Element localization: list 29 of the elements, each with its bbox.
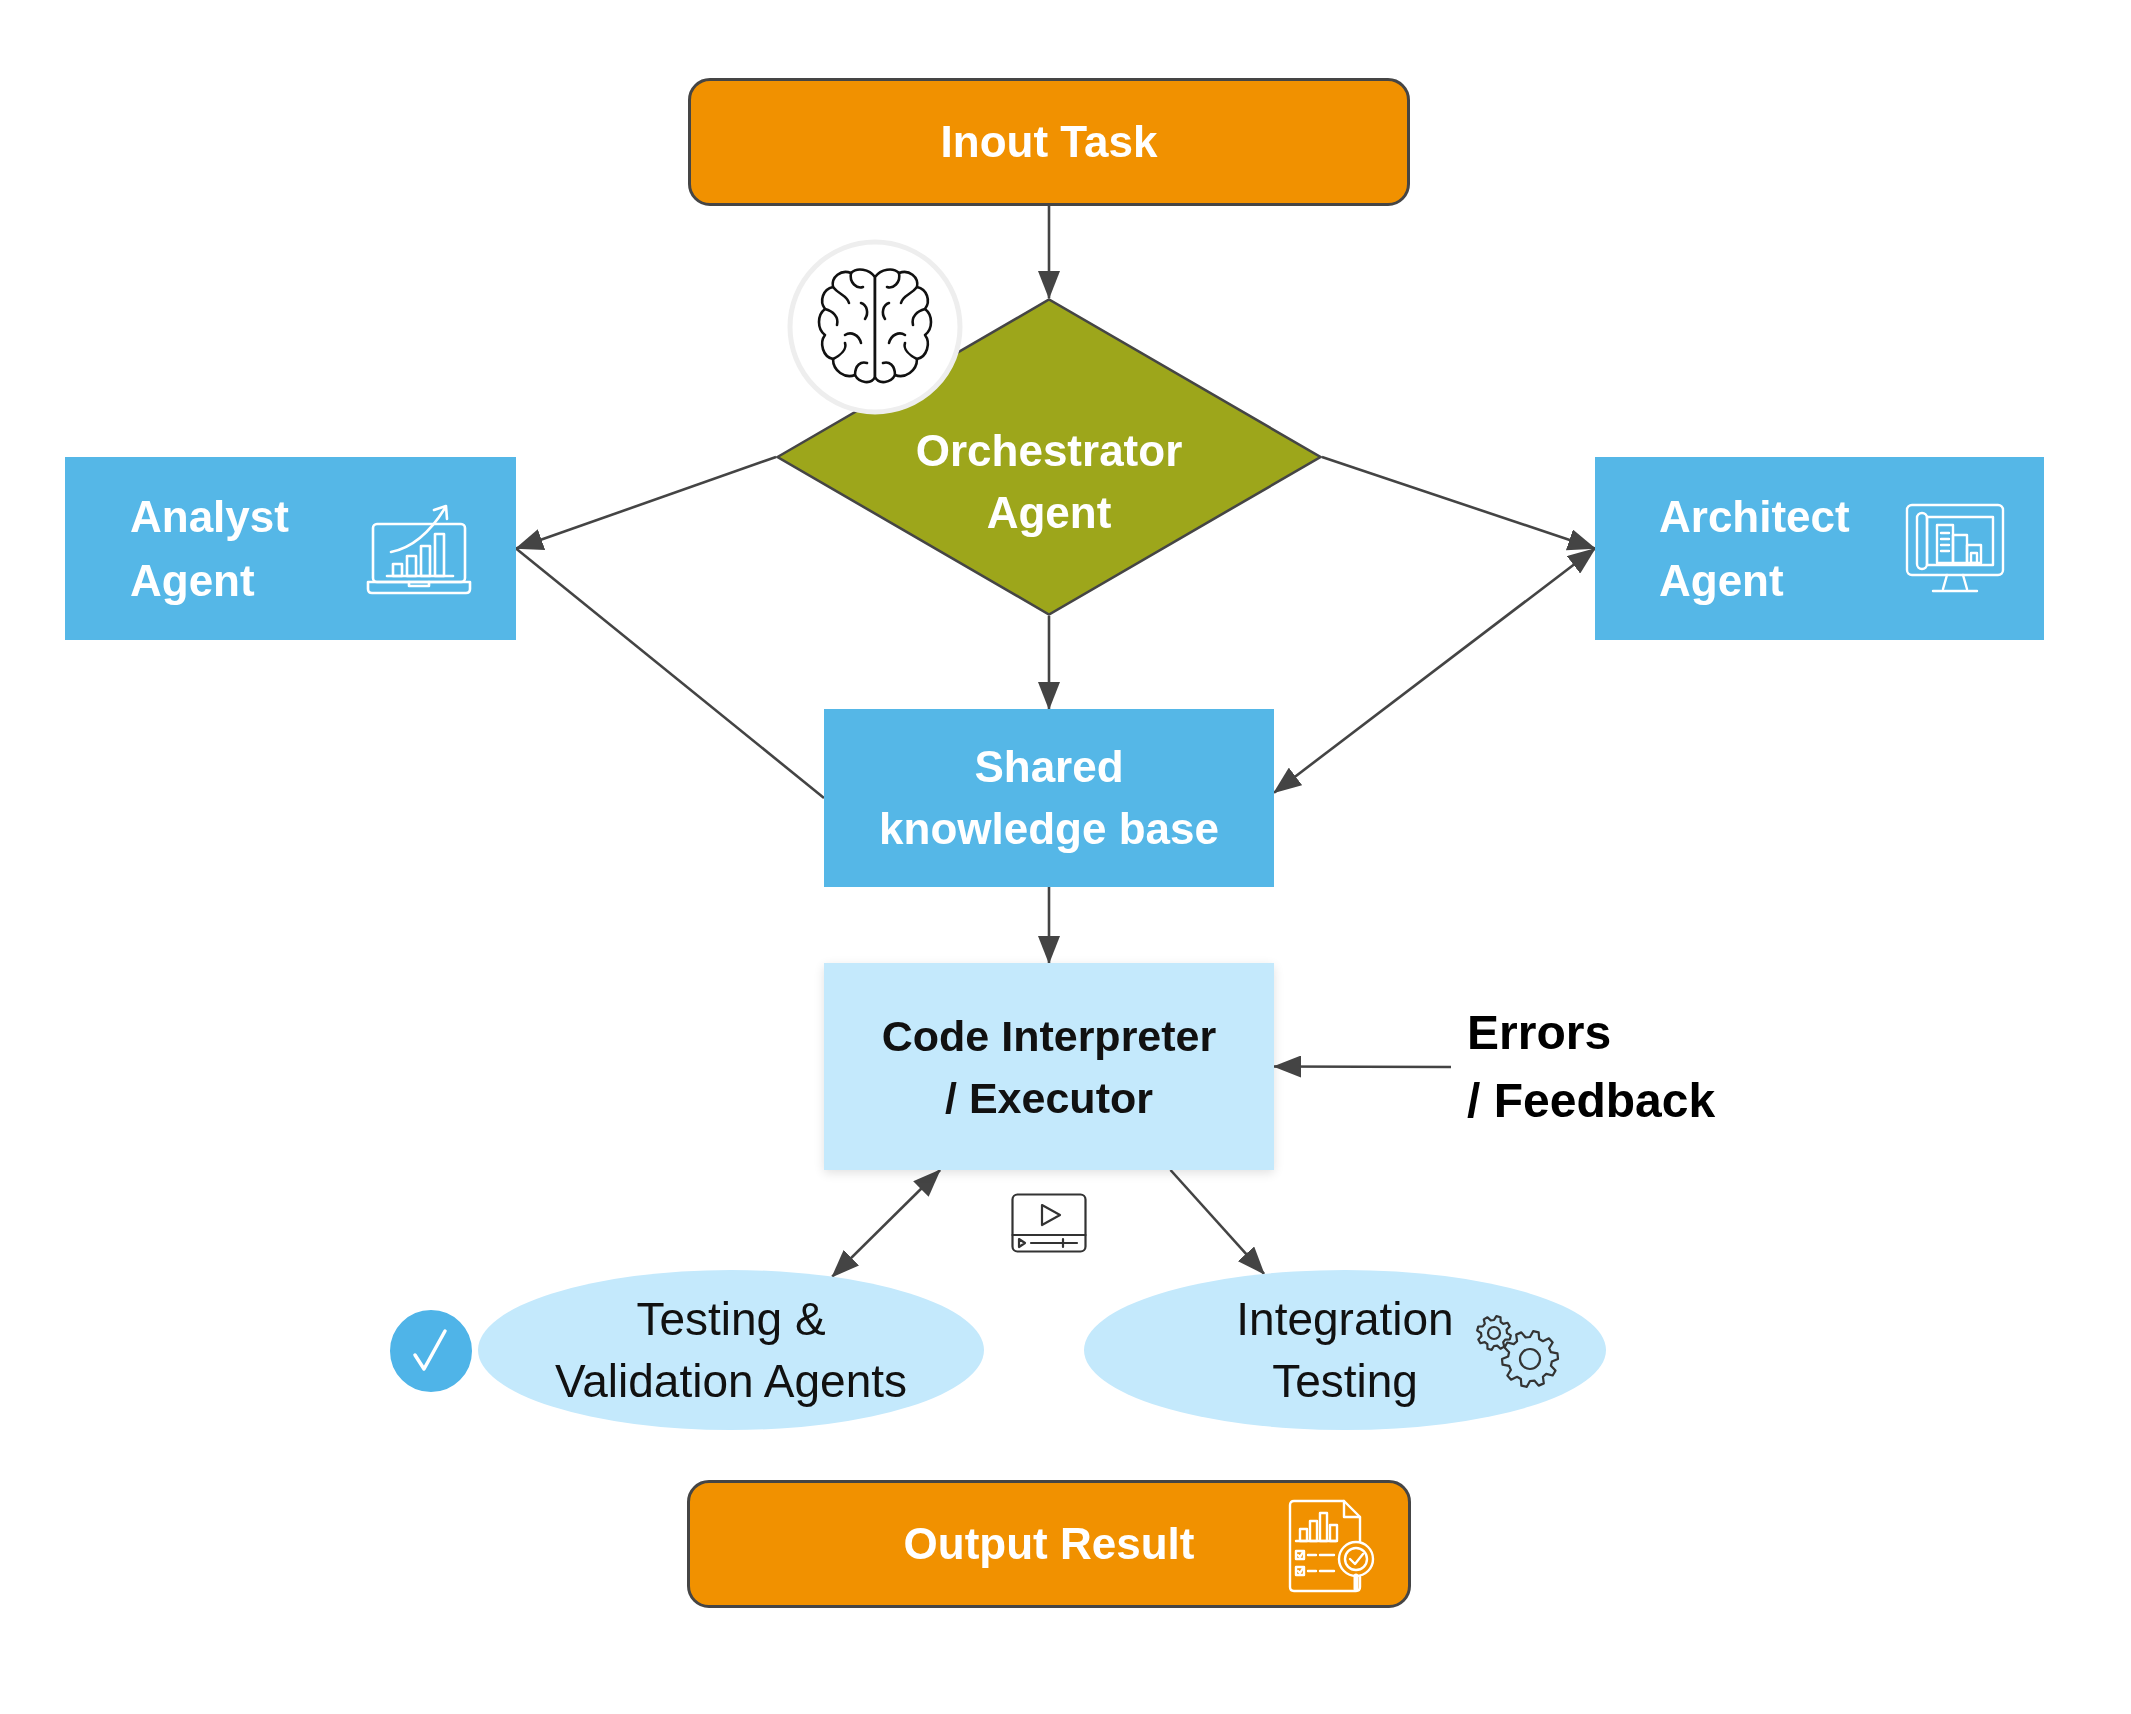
start-box bbox=[688, 78, 1410, 206]
step-title: Code Interpreter / Executor bbox=[880, 1010, 1218, 1124]
arrow bbox=[1321, 455, 1596, 551]
agent-box bbox=[65, 457, 516, 640]
oval-node bbox=[478, 1270, 984, 1430]
arrow bbox=[1273, 1055, 1451, 1078]
process-box bbox=[824, 709, 1274, 887]
arrow bbox=[1038, 206, 1060, 299]
step-title: Integration Testing bbox=[1235, 1292, 1455, 1409]
step-title: Testing & Validation Agents bbox=[553, 1292, 909, 1409]
double-arrow bbox=[831, 1169, 941, 1278]
arrow bbox=[1038, 616, 1060, 710]
result-title: Output Result bbox=[903, 1518, 1195, 1570]
feedback-text: Errors / Feedback bbox=[1451, 999, 1729, 1135]
double-arrow bbox=[1273, 547, 1596, 794]
connector-line bbox=[515, 547, 825, 799]
step-title: Shared knowledge base bbox=[878, 741, 1220, 855]
arrow bbox=[1038, 887, 1060, 964]
end-box bbox=[687, 1480, 1411, 1608]
arrow bbox=[1169, 1169, 1266, 1275]
task-title: Inout Task bbox=[940, 116, 1158, 168]
agent-title: Architect Agent bbox=[1659, 490, 1851, 607]
agent-box bbox=[1595, 457, 2044, 640]
agent-title: Orchestrator Agent bbox=[914, 425, 1184, 539]
process-box bbox=[824, 963, 1274, 1170]
oval-node bbox=[1084, 1270, 1606, 1430]
agent-title: Analyst Agent bbox=[130, 490, 290, 607]
decision-diamond bbox=[776, 298, 1322, 616]
arrow bbox=[515, 455, 777, 550]
